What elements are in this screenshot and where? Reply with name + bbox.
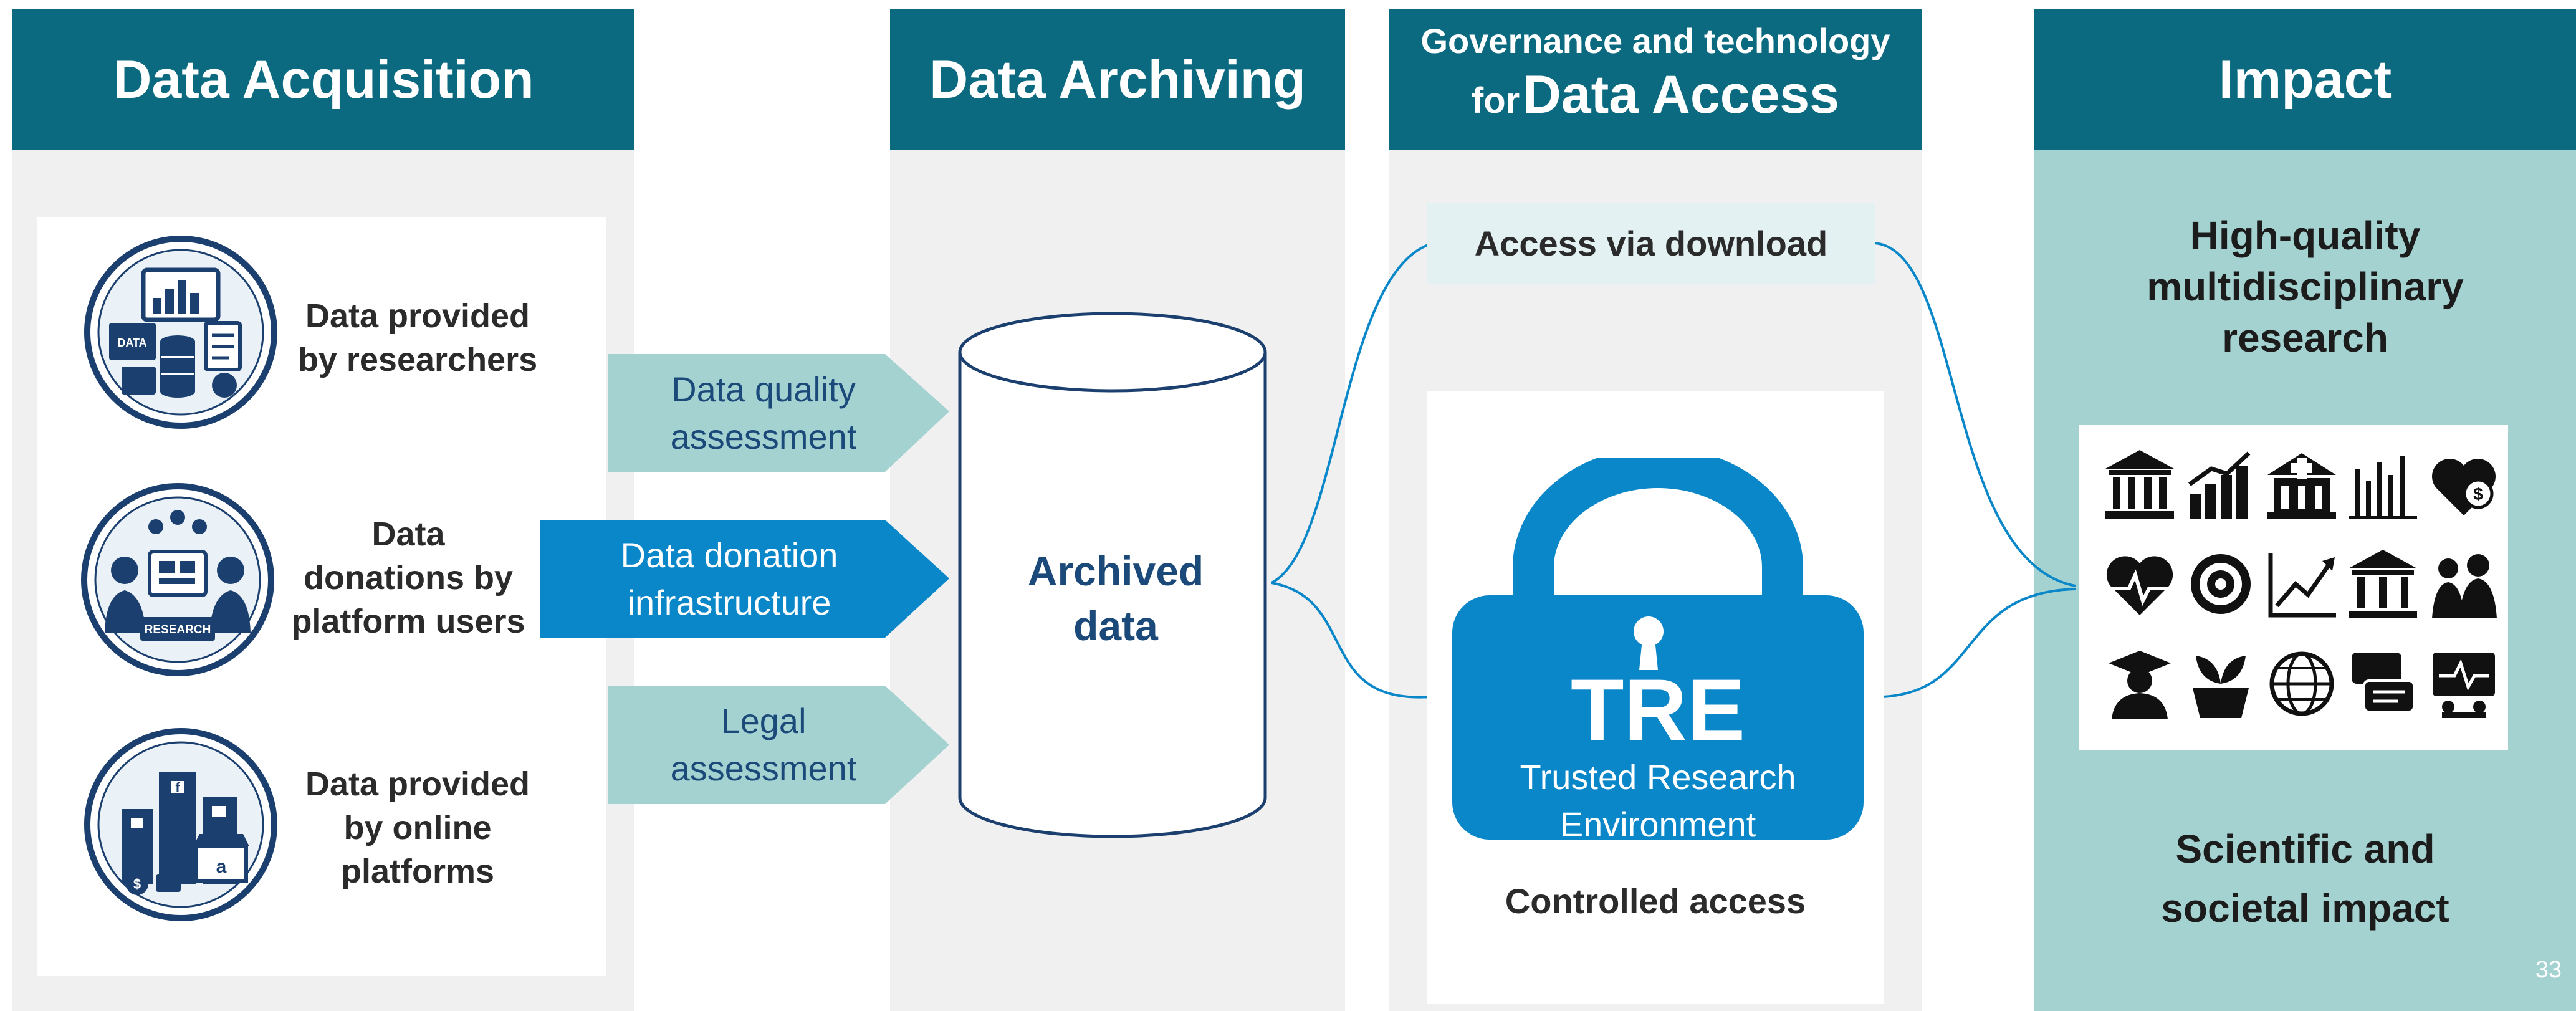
growth-chart-icon [2188,451,2251,519]
svg-text:$: $ [133,876,141,892]
connector-download-to-impact [1874,242,2076,587]
arrow-data-donation [540,520,949,638]
arrow-data-quality [608,354,949,472]
plant-basket-icon [2193,656,2249,718]
archive-label-line: Archived [1027,548,1204,594]
access-download-text: Access via download [1474,223,1828,263]
access-download-box: Access via download [1427,203,1875,284]
header-data-access-title: Data Access [1522,64,1840,125]
target-icon [2191,554,2251,614]
tre-label-line: Environment [1559,805,1756,844]
impact-bottom-line: societal impact [2161,886,2449,931]
process-label-line: assessment [670,749,857,788]
data-donation-icon-text: RESEARCH [145,623,211,636]
header-data-access-main: for Data Access [1472,64,1839,141]
tre-lock-icon [1452,458,1864,840]
archive-label: Archived data [960,542,1271,654]
process-label-line: Data quality [671,369,856,409]
trend-chart-icon [2268,553,2336,618]
institution-icon [2105,450,2174,519]
impact-icon-grid: $ [2079,425,2508,750]
header-data-access-top: Governance and technology [1420,21,1890,60]
process-label-line: Legal [721,701,807,740]
source-label-line: by online [343,809,492,846]
source-label-line: by researchers [297,341,538,378]
process-label-line: assessment [670,416,857,456]
online-platforms-icon: f a $ [84,728,277,921]
process-label-data-donation: Data donation infrastructure [561,520,898,638]
header-data-access-prefix: for [1471,80,1520,121]
process-label-data-quality: Data quality assessment [608,354,919,472]
header-data-acquisition: Data Acquisition [12,9,634,150]
header-impact: Impact [2034,9,2576,150]
svg-text:a: a [216,856,227,877]
source-label-line: donations by [304,559,513,597]
hospital-icon [2267,453,2336,519]
chat-icon [2352,653,2415,713]
process-label-line: Data donation [620,535,838,575]
tre-label-line: Trusted Research [1520,757,1796,797]
connector-archive-to-download [1271,242,1434,584]
source-label-line: platform users [291,603,525,640]
bar-chart-icon [2349,456,2417,519]
heart-rate-icon [2106,556,2173,615]
archive-label-line: data [1073,603,1158,649]
impact-bottom-label: Scientific and societal impact [2034,817,2576,941]
svg-text:$: $ [2473,484,2483,504]
bank-icon [2349,550,2417,618]
data-donation-icon: RESEARCH [81,483,274,676]
controlled-access-label: Controlled access [1427,873,1884,929]
source-label-line: Data provided [305,765,530,803]
source-label-line: Data [371,515,445,553]
health-money-icon: $ [2432,459,2496,515]
source-label-line: platforms [340,853,495,890]
archive-cylinder [958,312,1267,838]
svg-text:f: f [175,780,180,795]
globe-icon [2269,651,2334,716]
connector-archive-to-tre [1271,582,1431,699]
source-label-online-platforms: Data provided by online platforms [280,762,555,893]
tre-text: TRE Trusted Research Environment [1452,666,1864,845]
tre-big-text: TRE [1571,661,1745,759]
impact-top-line: multidisciplinary [2147,264,2464,309]
source-label-researchers: Data provided by researchers [280,294,555,381]
header-data-acquisition-text: Data Acquisition [113,49,534,110]
impact-top-label: High-quality multidisciplinary research [2034,209,2576,365]
process-label-line: infrastructure [627,582,831,622]
arrow-legal [608,686,949,804]
impact-top-line: research [2222,315,2388,360]
monitor-pulse-icon [2433,653,2495,718]
impact-top-line: High-quality [2190,213,2421,258]
header-data-access: Governance and technology for Data Acces… [1389,9,1922,150]
source-label-line: Data provided [305,297,530,335]
graduate-icon [2109,651,2171,719]
research-data-icon: DATA [84,236,277,429]
impact-bottom-line: Scientific and [2175,827,2435,871]
people-icon [2432,554,2497,618]
header-data-archiving: Data Archiving [890,9,1345,150]
header-impact-text: Impact [2218,49,2392,110]
slide-number: 33 [2535,957,2562,983]
connector-tre-to-impact [1882,588,2076,698]
header-data-archiving-text: Data Archiving [929,49,1306,110]
controlled-access-text: Controlled access [1505,881,1806,921]
research-data-icon-text: DATA [117,337,146,349]
source-label-platform-users: Data donations by platform users [280,512,536,643]
process-label-legal: Legal assessment [608,686,919,804]
